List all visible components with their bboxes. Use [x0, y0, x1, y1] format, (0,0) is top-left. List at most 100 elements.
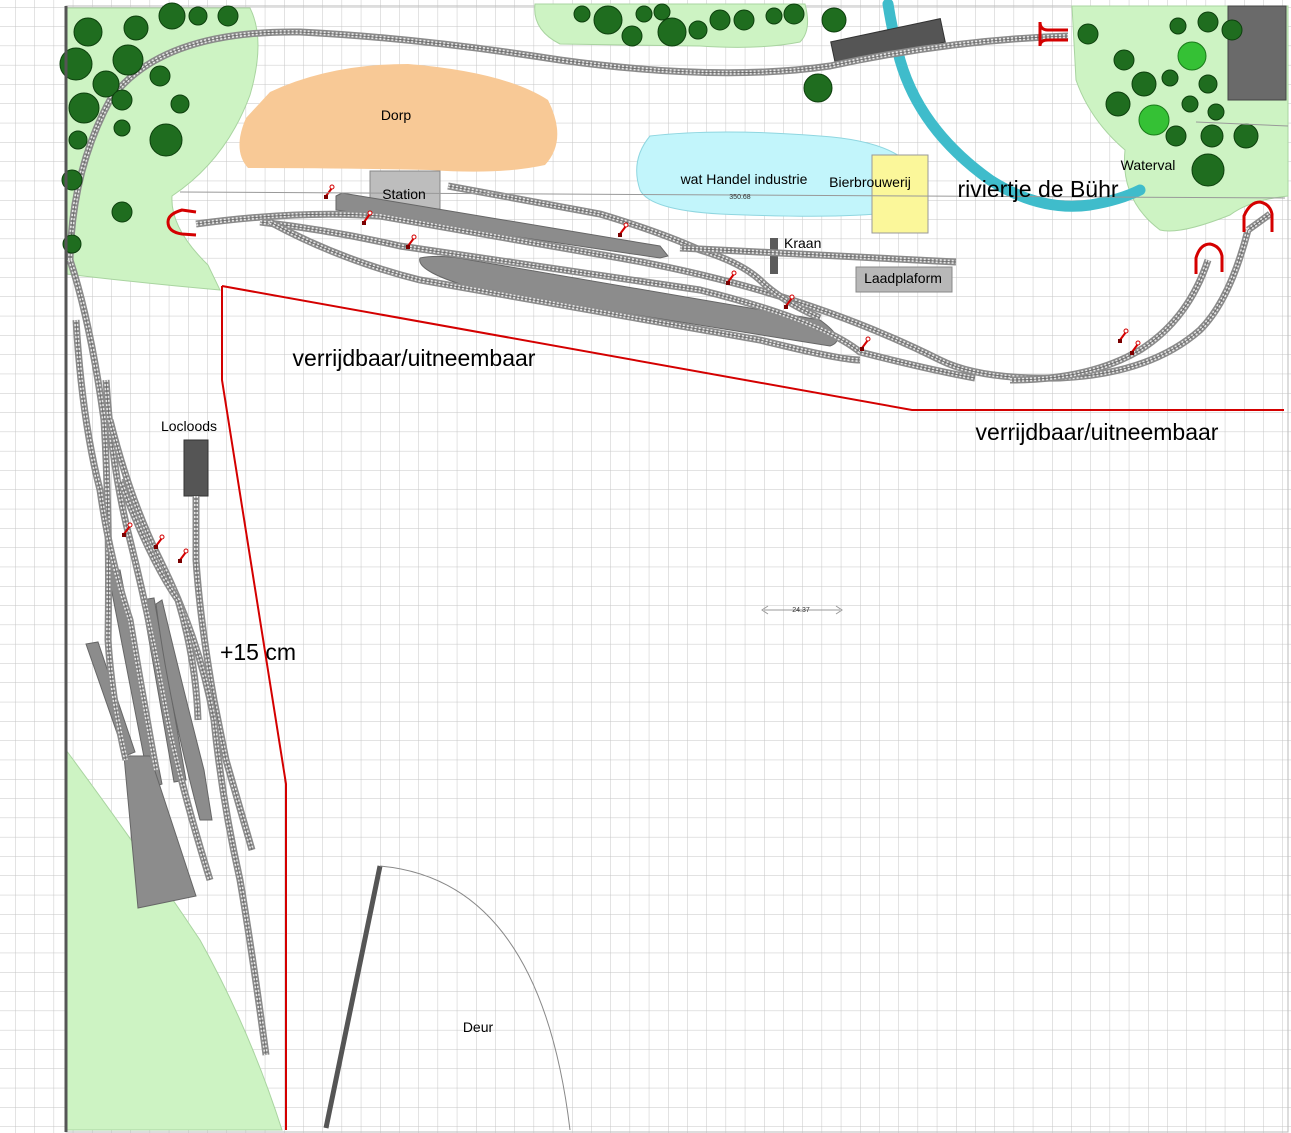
tree — [149, 65, 171, 87]
track-yard-2 — [105, 379, 211, 881]
tree — [1169, 17, 1187, 35]
label-station: Station — [382, 186, 426, 202]
tree — [1200, 124, 1224, 148]
label-village: Dorp — [381, 107, 412, 123]
tree — [111, 201, 133, 223]
tree — [217, 5, 239, 27]
tree — [113, 119, 131, 137]
door-leaf — [323, 865, 383, 1129]
track-yard-1 — [75, 319, 157, 771]
signal-icon — [178, 548, 189, 563]
tree — [111, 89, 133, 111]
label-door: Deur — [463, 1019, 494, 1035]
bumpers — [166, 21, 1274, 274]
building-top-right — [1227, 5, 1287, 101]
tree — [1077, 23, 1099, 45]
tree — [1207, 103, 1225, 121]
signal-icon — [154, 534, 165, 549]
signal-icon — [784, 294, 795, 309]
tracks — [66, 28, 1273, 1056]
tree — [803, 73, 833, 103]
tree — [73, 17, 103, 47]
label-crane: Kraan — [784, 235, 821, 251]
tree-light — [1138, 104, 1170, 136]
tree — [783, 3, 805, 25]
tree — [635, 5, 653, 23]
tree-light — [1177, 41, 1207, 71]
trees — [59, 2, 1259, 254]
label-river: riviertje de Bühr — [957, 176, 1118, 202]
label-industry: wat Handel industrie — [680, 171, 808, 187]
brewery-building — [871, 154, 929, 234]
track-kraan-siding — [679, 247, 957, 263]
tree — [709, 9, 731, 31]
dimension-lake-text: 350.68 — [729, 194, 751, 201]
tree — [1181, 95, 1199, 113]
tree — [1161, 69, 1179, 87]
track-station-top-siding — [447, 185, 821, 319]
tree — [1131, 71, 1157, 97]
track-top-loop — [69, 31, 1069, 261]
signal-icon — [860, 336, 871, 351]
signal-icon — [1130, 340, 1141, 355]
signal-icon — [406, 234, 417, 249]
dimension-waterfall — [1195, 121, 1289, 127]
signal-icon — [122, 522, 133, 537]
signal-icon — [1118, 328, 1129, 343]
tree — [1113, 49, 1135, 71]
tree — [68, 130, 88, 150]
yard-platform-4 — [123, 755, 197, 909]
tree — [1233, 123, 1259, 149]
tree — [621, 25, 643, 47]
signal-icon — [362, 210, 373, 225]
bumper-right-2 — [1242, 200, 1274, 232]
tree — [1197, 11, 1219, 33]
tree — [1105, 91, 1131, 117]
track-station-inner — [259, 221, 976, 379]
track-right-return — [1009, 259, 1209, 381]
tree — [657, 17, 687, 47]
bumper-top-right — [1038, 21, 1068, 47]
signal-icon — [324, 184, 335, 199]
label-height: +15 cm — [220, 639, 296, 665]
bumper-right-1 — [1194, 242, 1224, 274]
yard-platform-5 — [155, 599, 213, 821]
tree — [149, 123, 183, 157]
tree — [123, 15, 149, 41]
loading-platform — [855, 266, 953, 293]
yard-platform-1 — [85, 641, 136, 757]
tree — [59, 47, 93, 81]
label-brewery: Bierbrouwerij — [829, 174, 911, 190]
tree — [688, 20, 708, 40]
signals — [122, 184, 1141, 563]
label-waterfall: Waterval — [1121, 157, 1176, 173]
tree — [92, 70, 120, 98]
signal-icon — [726, 270, 737, 285]
label-loco-shed: Locloods — [161, 418, 217, 434]
tree — [1191, 153, 1225, 187]
tree — [765, 7, 783, 25]
track-right-spur — [1247, 213, 1271, 231]
tree — [68, 92, 100, 124]
tree — [158, 2, 186, 30]
bumper-left — [166, 208, 197, 237]
tree — [112, 44, 144, 76]
removable-boundary — [221, 285, 1284, 1130]
dimension-lake: 350.68 — [179, 191, 1286, 201]
dimension-center: 24.37 — [761, 605, 843, 615]
track-station-outer — [269, 221, 861, 361]
label-removable-1: verrijdbaar/uitneembaar — [293, 345, 536, 371]
tree — [170, 94, 190, 114]
signal-icon — [618, 222, 629, 237]
track-station-main — [195, 213, 1249, 379]
tree — [1165, 125, 1187, 147]
tree — [593, 5, 623, 35]
track-yard-3 — [109, 419, 267, 1056]
village-area — [239, 64, 558, 172]
tree — [821, 7, 847, 33]
door-swing-arc — [379, 865, 571, 1131]
tree — [653, 3, 671, 21]
grass-bottom-left — [65, 748, 283, 1131]
tree — [1198, 74, 1218, 94]
